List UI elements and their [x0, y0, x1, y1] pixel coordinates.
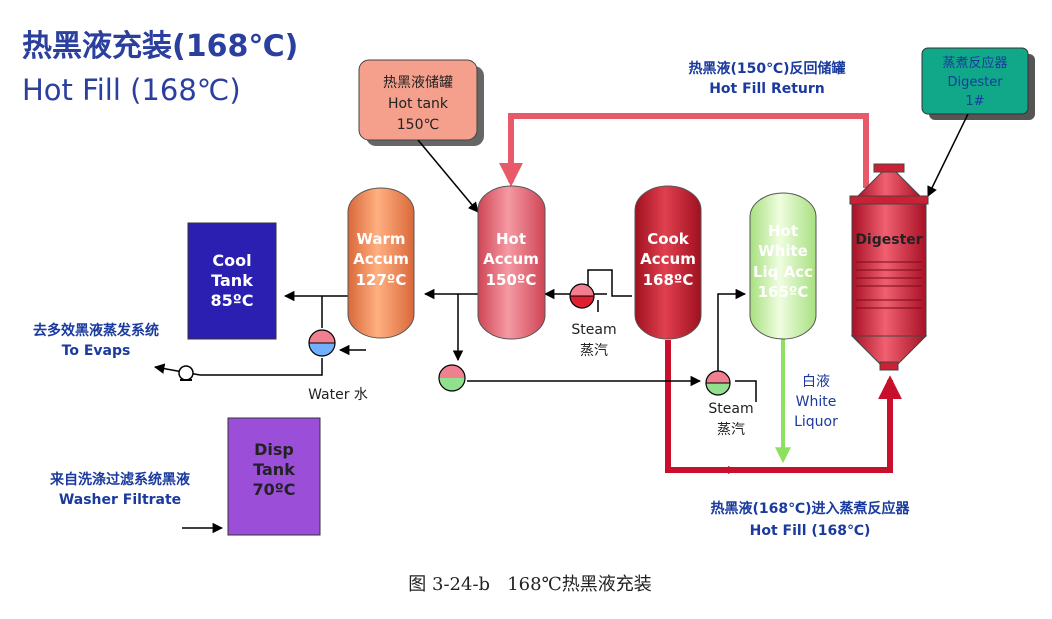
hot-tank-callout-line3: 150℃	[397, 117, 439, 133]
cook-accum-line2: Accum	[640, 250, 696, 268]
return-label-cn: 热黑液(150℃)反回储罐	[689, 60, 846, 77]
hot-fill-cn: 热黑液(168℃)进入蒸煮反应器	[711, 500, 911, 517]
to-evaps-cn: 去多效黑液蒸发系统	[33, 322, 159, 339]
digester-callout-line3: 1#	[965, 94, 984, 109]
white-liq-accum-tank: Hot White Liq Acc 165ºC	[749, 192, 817, 340]
cool-tank: Cool Tank 85ºC	[187, 222, 277, 340]
hot-accum-tank: Hot Accum 150ºC	[477, 185, 546, 340]
return-label-en: Hot Fill Return	[709, 81, 825, 97]
digester-callout-line1: 蒸煮反应器	[942, 55, 1007, 71]
steam2-en: Steam	[708, 401, 753, 417]
valve-water	[308, 329, 336, 357]
cool-tank-line1: Cool	[212, 251, 251, 270]
title-en: Hot Fill (168℃)	[22, 73, 241, 107]
cook-accum-tank: Cook Accum 168ºC	[634, 185, 702, 340]
disp-tank-line1: Disp	[254, 440, 294, 459]
disp-tank: Disp Tank 70ºC	[227, 417, 321, 536]
water-label: Water 水	[308, 387, 368, 403]
digester-callout-line2: Digester	[947, 75, 1003, 90]
hot-tank-callout: 热黑液储罐 Hot tank 150℃	[358, 59, 484, 146]
digester-vessel: Digester	[849, 163, 929, 371]
warm-accum-line1: Warm	[356, 230, 405, 248]
figure-caption: 图 3-24-b 168℃热黑液充装	[408, 574, 651, 595]
hot-fill-return-line	[499, 113, 869, 188]
hot-tank-pointer	[417, 139, 479, 213]
pump-icon	[178, 365, 194, 381]
disp-tank-line2: Tank	[253, 460, 295, 479]
digester-callout: 蒸煮反应器 Digester 1#	[921, 47, 1035, 120]
to-evaps-en: To Evaps	[62, 343, 131, 359]
steam1-en: Steam	[571, 322, 616, 338]
hot-accum-line2: Accum	[483, 250, 539, 268]
disp-tank-line3: 70ºC	[252, 480, 295, 499]
white-liq-line4: 165ºC	[758, 283, 809, 301]
cool-tank-line2: Tank	[211, 271, 253, 290]
white-liq-line1: Hot	[768, 222, 798, 240]
cook-accum-line3: 168ºC	[643, 271, 694, 289]
hot-fill-en: Hot Fill (168℃)	[750, 523, 871, 539]
washer-en: Washer Filtrate	[59, 492, 181, 508]
title-cn: 热黑液充装(168℃)	[22, 29, 298, 64]
white-liquor-cn: 白液	[802, 374, 830, 390]
hot-tank-callout-line2: Hot tank	[388, 96, 449, 112]
valve-steam-2	[705, 370, 731, 396]
hot-fill-line	[665, 340, 902, 473]
white-liquor-en1: White	[796, 394, 837, 410]
hot-tank-callout-line1: 热黑液储罐	[383, 75, 453, 91]
digester-pointer	[927, 113, 969, 197]
valve-steam-1	[569, 283, 595, 309]
warm-accum-line3: 127ºC	[356, 271, 407, 289]
mixer-node	[728, 466, 738, 474]
cool-tank-line3: 85ºC	[210, 291, 253, 310]
pipe-network	[153, 269, 757, 402]
valve-lower	[438, 364, 466, 392]
white-liq-line2: White	[758, 242, 808, 260]
white-liquor-en2: Liquor	[794, 414, 838, 430]
digester-label: Digester	[855, 232, 922, 248]
warm-accum-line2: Accum	[353, 250, 409, 268]
washer-cn: 来自洗涤过滤系统黑液	[49, 471, 191, 488]
white-liq-line3: Liq Acc	[753, 263, 813, 281]
cook-accum-line1: Cook	[647, 230, 690, 248]
steam2-cn: 蒸汽	[717, 422, 745, 438]
steam1-cn: 蒸汽	[580, 343, 608, 359]
hot-accum-line1: Hot	[496, 230, 526, 248]
warm-accum-tank: Warm Accum 127ºC	[347, 187, 415, 339]
hot-accum-line3: 150ºC	[486, 271, 537, 289]
